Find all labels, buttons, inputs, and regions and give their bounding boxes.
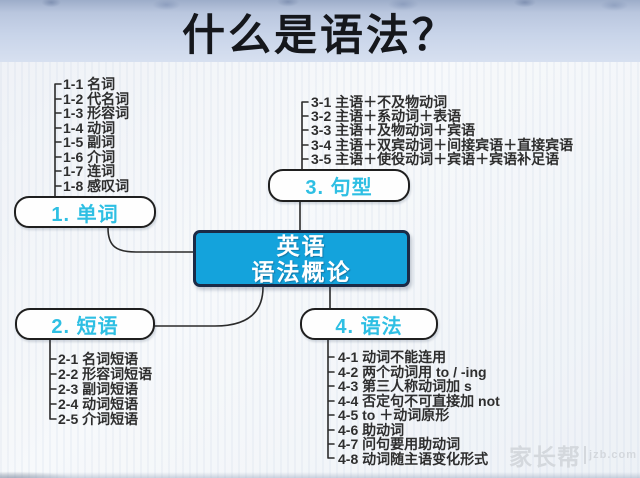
leaf-item-1-2: 1-2 代名词 — [63, 90, 130, 107]
node-center-english-grammar: 英语 语法概论 — [193, 230, 410, 287]
words-spine — [54, 83, 62, 197]
leaf-item-1-4: 1-4 动词 — [63, 119, 116, 136]
leaf-item-1-5: 1-5 副词 — [63, 134, 116, 150]
node-words: 1. 单词 — [14, 196, 156, 228]
phrases-spine — [49, 339, 57, 420]
leaf-item-4-1: 4-1 动词不能连用 — [338, 349, 447, 365]
watermark: 家长帮 jzb.com — [509, 438, 637, 472]
leaf-item-1-7: 1-7 连词 — [63, 163, 116, 179]
watermark-brand: 家长帮 — [509, 444, 582, 470]
center-node-line2: 语法概论 — [251, 258, 352, 285]
leaf-item-4-8: 4-8 动词随主语变化形式 — [338, 450, 489, 467]
node-grammar-rules: 4. 语法 — [300, 308, 438, 340]
bottom-left-shadow — [0, 468, 120, 478]
words-item-list: 1-1 名词 1-2 代名词 1-3 形容词 1-4 动词 1-5 副词 1-6… — [63, 77, 129, 193]
leaf-item-4-6: 4-6 助动词 — [338, 421, 405, 438]
patterns-item-list: 3-1 主语＋不及物动词 3-2 主语＋系动词＋表语 3-3 主语＋及物动词＋宾… — [311, 95, 573, 166]
grammar-spine — [327, 339, 335, 459]
leaf-item-3-4: 3-4 主语＋双宾动词＋间接宾语＋直接宾语 — [311, 136, 574, 153]
leaf-item-3-1: 3-1 主语＋不及物动词 — [311, 94, 448, 110]
watermark-site: jzb.com — [589, 449, 637, 461]
leaf-item-4-2: 4-2 两个动词用 to / -ing — [338, 363, 487, 380]
leaf-item-2-5: 2-5 介词短语 — [58, 411, 139, 427]
leaf-item-2-4: 2-4 动词短语 — [58, 396, 139, 412]
title-band — [0, 0, 640, 62]
leaf-item-3-2: 3-2 主语＋系动词＋表语 — [311, 108, 462, 125]
leaf-item-2-3: 2-3 副词短语 — [58, 381, 139, 397]
node-sentence-patterns: 3. 句型 — [268, 169, 410, 202]
bottom-edge — [0, 472, 640, 478]
page-title: 什么是语法？ — [182, 13, 458, 60]
watermark-divider — [584, 446, 587, 464]
center-node-line1: 英语 — [276, 232, 327, 259]
leaf-item-2-1: 2-1 名词短语 — [58, 351, 139, 367]
leaf-item-2-2: 2-2 形容词短语 — [58, 366, 153, 382]
leaf-item-4-3: 4-3 第三人称动词加 s — [338, 378, 472, 394]
leaf-item-1-3: 1-3 形容词 — [63, 105, 130, 121]
leaf-item-4-4: 4-4 否定句不可直接加 not — [338, 392, 500, 409]
leaf-item-4-7: 4-7 问句要用助动词 — [338, 436, 461, 452]
leaf-item-1-8: 1-8 感叹词 — [63, 177, 130, 194]
leaf-item-1-1: 1-1 名词 — [63, 76, 116, 92]
patterns-spine — [301, 101, 309, 170]
leaf-item-3-5: 3-5 主语＋使役动词＋宾语＋宾语补足语 — [311, 150, 560, 167]
link-center-phrases — [154, 286, 264, 327]
leaf-item-3-3: 3-3 主语＋及物动词＋宾语 — [311, 122, 476, 139]
leaf-item-1-6: 1-6 介词 — [63, 148, 116, 165]
link-words-center — [107, 227, 194, 253]
grammar-item-list: 4-1 动词不能连用 4-2 两个动词用 to / -ing 4-3 第三人称动… — [338, 350, 500, 466]
node-phrases: 2. 短语 — [15, 308, 155, 340]
phrases-item-list: 2-1 名词短语 2-2 形容词短语 2-3 副词短语 2-4 动词短语 2-5… — [58, 352, 152, 427]
leaf-item-4-5: 4-5 to ＋动词原形 — [338, 407, 450, 423]
